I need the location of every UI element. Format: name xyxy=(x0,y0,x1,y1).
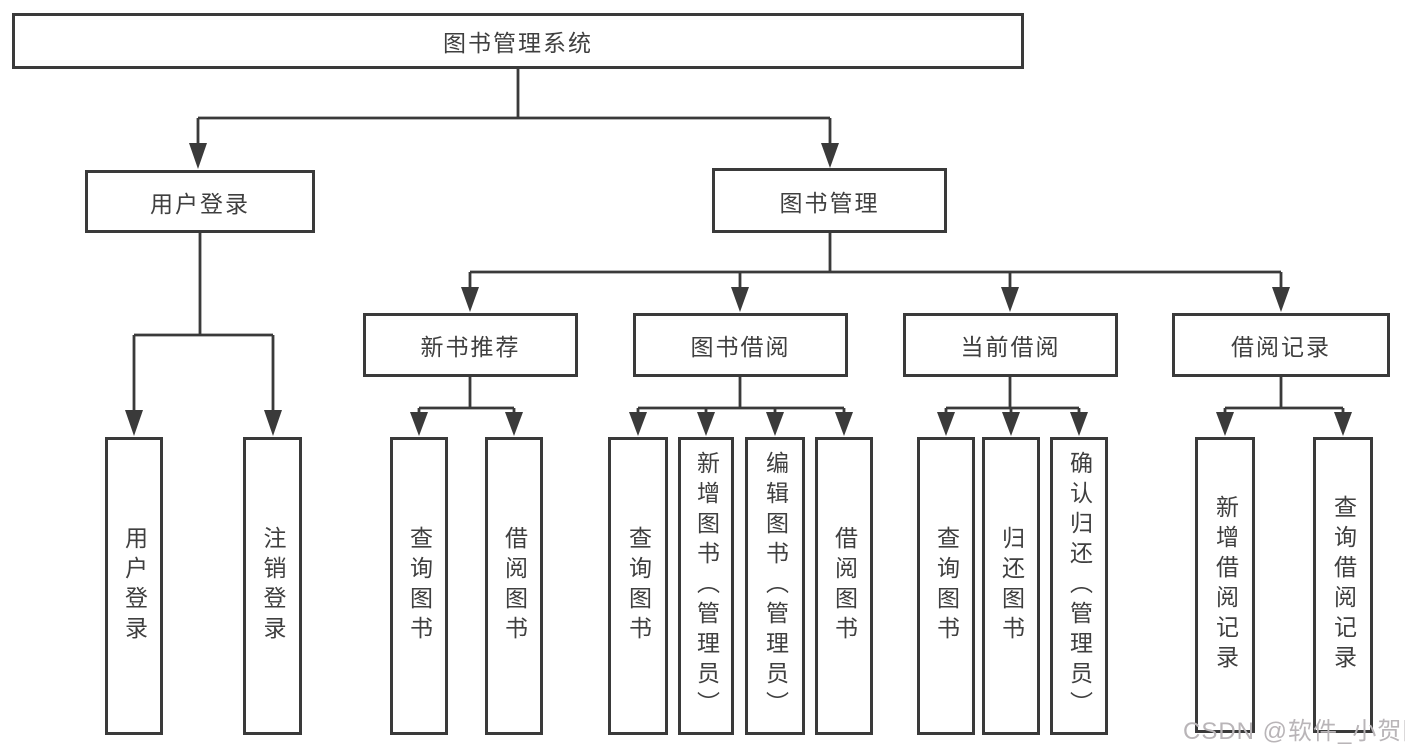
edge-login-to-leaves xyxy=(132,233,275,412)
arrowhead xyxy=(1001,287,1019,312)
node-current-borrow: 当前借阅 xyxy=(903,313,1118,377)
arrowhead xyxy=(1334,412,1352,436)
leaf-edit-books-admin: 编辑图书（管理员） xyxy=(745,437,805,735)
node-book-borrow: 图书借阅 xyxy=(633,313,848,377)
leaf-logout: 注销登录 xyxy=(243,437,302,735)
leaf-user-login: 用户登录 xyxy=(105,437,163,735)
arrowhead xyxy=(505,412,523,436)
arrowhead xyxy=(731,287,749,312)
arrowheads xyxy=(125,143,1352,436)
leaf-add-books-admin: 新增图书（管理员） xyxy=(678,437,734,735)
leaf-return-books: 归还图书 xyxy=(982,437,1040,735)
leaf-borrow-books: 借阅图书 xyxy=(815,437,873,735)
node-root: 图书管理系统 xyxy=(12,13,1024,69)
edge-borrow-to-leaves xyxy=(636,377,846,414)
arrowhead xyxy=(1216,412,1234,436)
leaf-query-borrow-record: 查询借阅记录 xyxy=(1313,437,1373,733)
leaf-borrow-query-books: 查询图书 xyxy=(608,437,668,735)
arrowhead xyxy=(125,410,143,436)
arrowhead xyxy=(937,412,955,436)
arrowhead xyxy=(1002,412,1020,436)
arrowhead xyxy=(629,412,647,436)
edge-current-to-leaves xyxy=(944,377,1081,414)
node-book-management: 图书管理 xyxy=(712,168,947,233)
leaf-add-borrow-record: 新增借阅记录 xyxy=(1195,437,1255,733)
node-borrow-records: 借阅记录 xyxy=(1172,313,1390,377)
arrowhead xyxy=(697,412,715,436)
edge-newbook-to-leaves xyxy=(417,377,516,414)
leaf-newbook-borrow-books: 借阅图书 xyxy=(485,437,543,735)
arrowhead xyxy=(766,412,784,436)
arrowhead xyxy=(835,412,853,436)
leaf-current-query-books: 查询图书 xyxy=(917,437,975,735)
watermark: CSDN @软件_小贺同学 xyxy=(1183,718,1405,745)
arrowhead xyxy=(821,143,839,168)
arrowhead xyxy=(461,287,479,312)
node-new-book-recommend: 新书推荐 xyxy=(363,313,578,377)
arrowhead xyxy=(410,412,428,436)
arrowhead xyxy=(1272,287,1290,312)
edge-root-to-level1 xyxy=(196,69,832,144)
edge-records-to-leaves xyxy=(1223,377,1345,414)
leaf-confirm-return-admin: 确认归还（管理员） xyxy=(1050,437,1108,735)
node-user-login: 用户登录 xyxy=(85,170,315,233)
arrowhead xyxy=(189,143,207,169)
arrowhead xyxy=(264,410,282,436)
arrowhead xyxy=(1070,412,1088,436)
leaf-newbook-query-books: 查询图书 xyxy=(390,437,448,735)
edge-management-to-sections xyxy=(468,233,1283,288)
